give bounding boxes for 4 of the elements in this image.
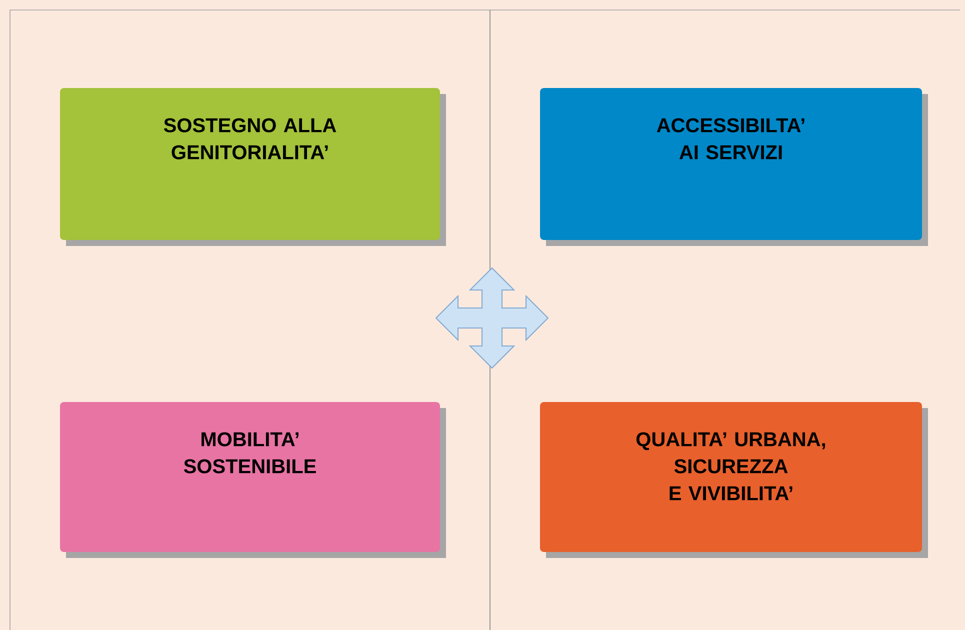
category-box: MOBILITA’ SOSTENIBILE <box>60 402 446 558</box>
category-box: SOSTEGNO ALLA GENITORIALITA’ <box>60 88 446 246</box>
category-box: ACCESSIBILTA’ AI SERVIZI <box>540 88 928 246</box>
category-box: QUALITA’ URBANA, SICUREZZA E VIVIBILITA’ <box>540 402 928 558</box>
